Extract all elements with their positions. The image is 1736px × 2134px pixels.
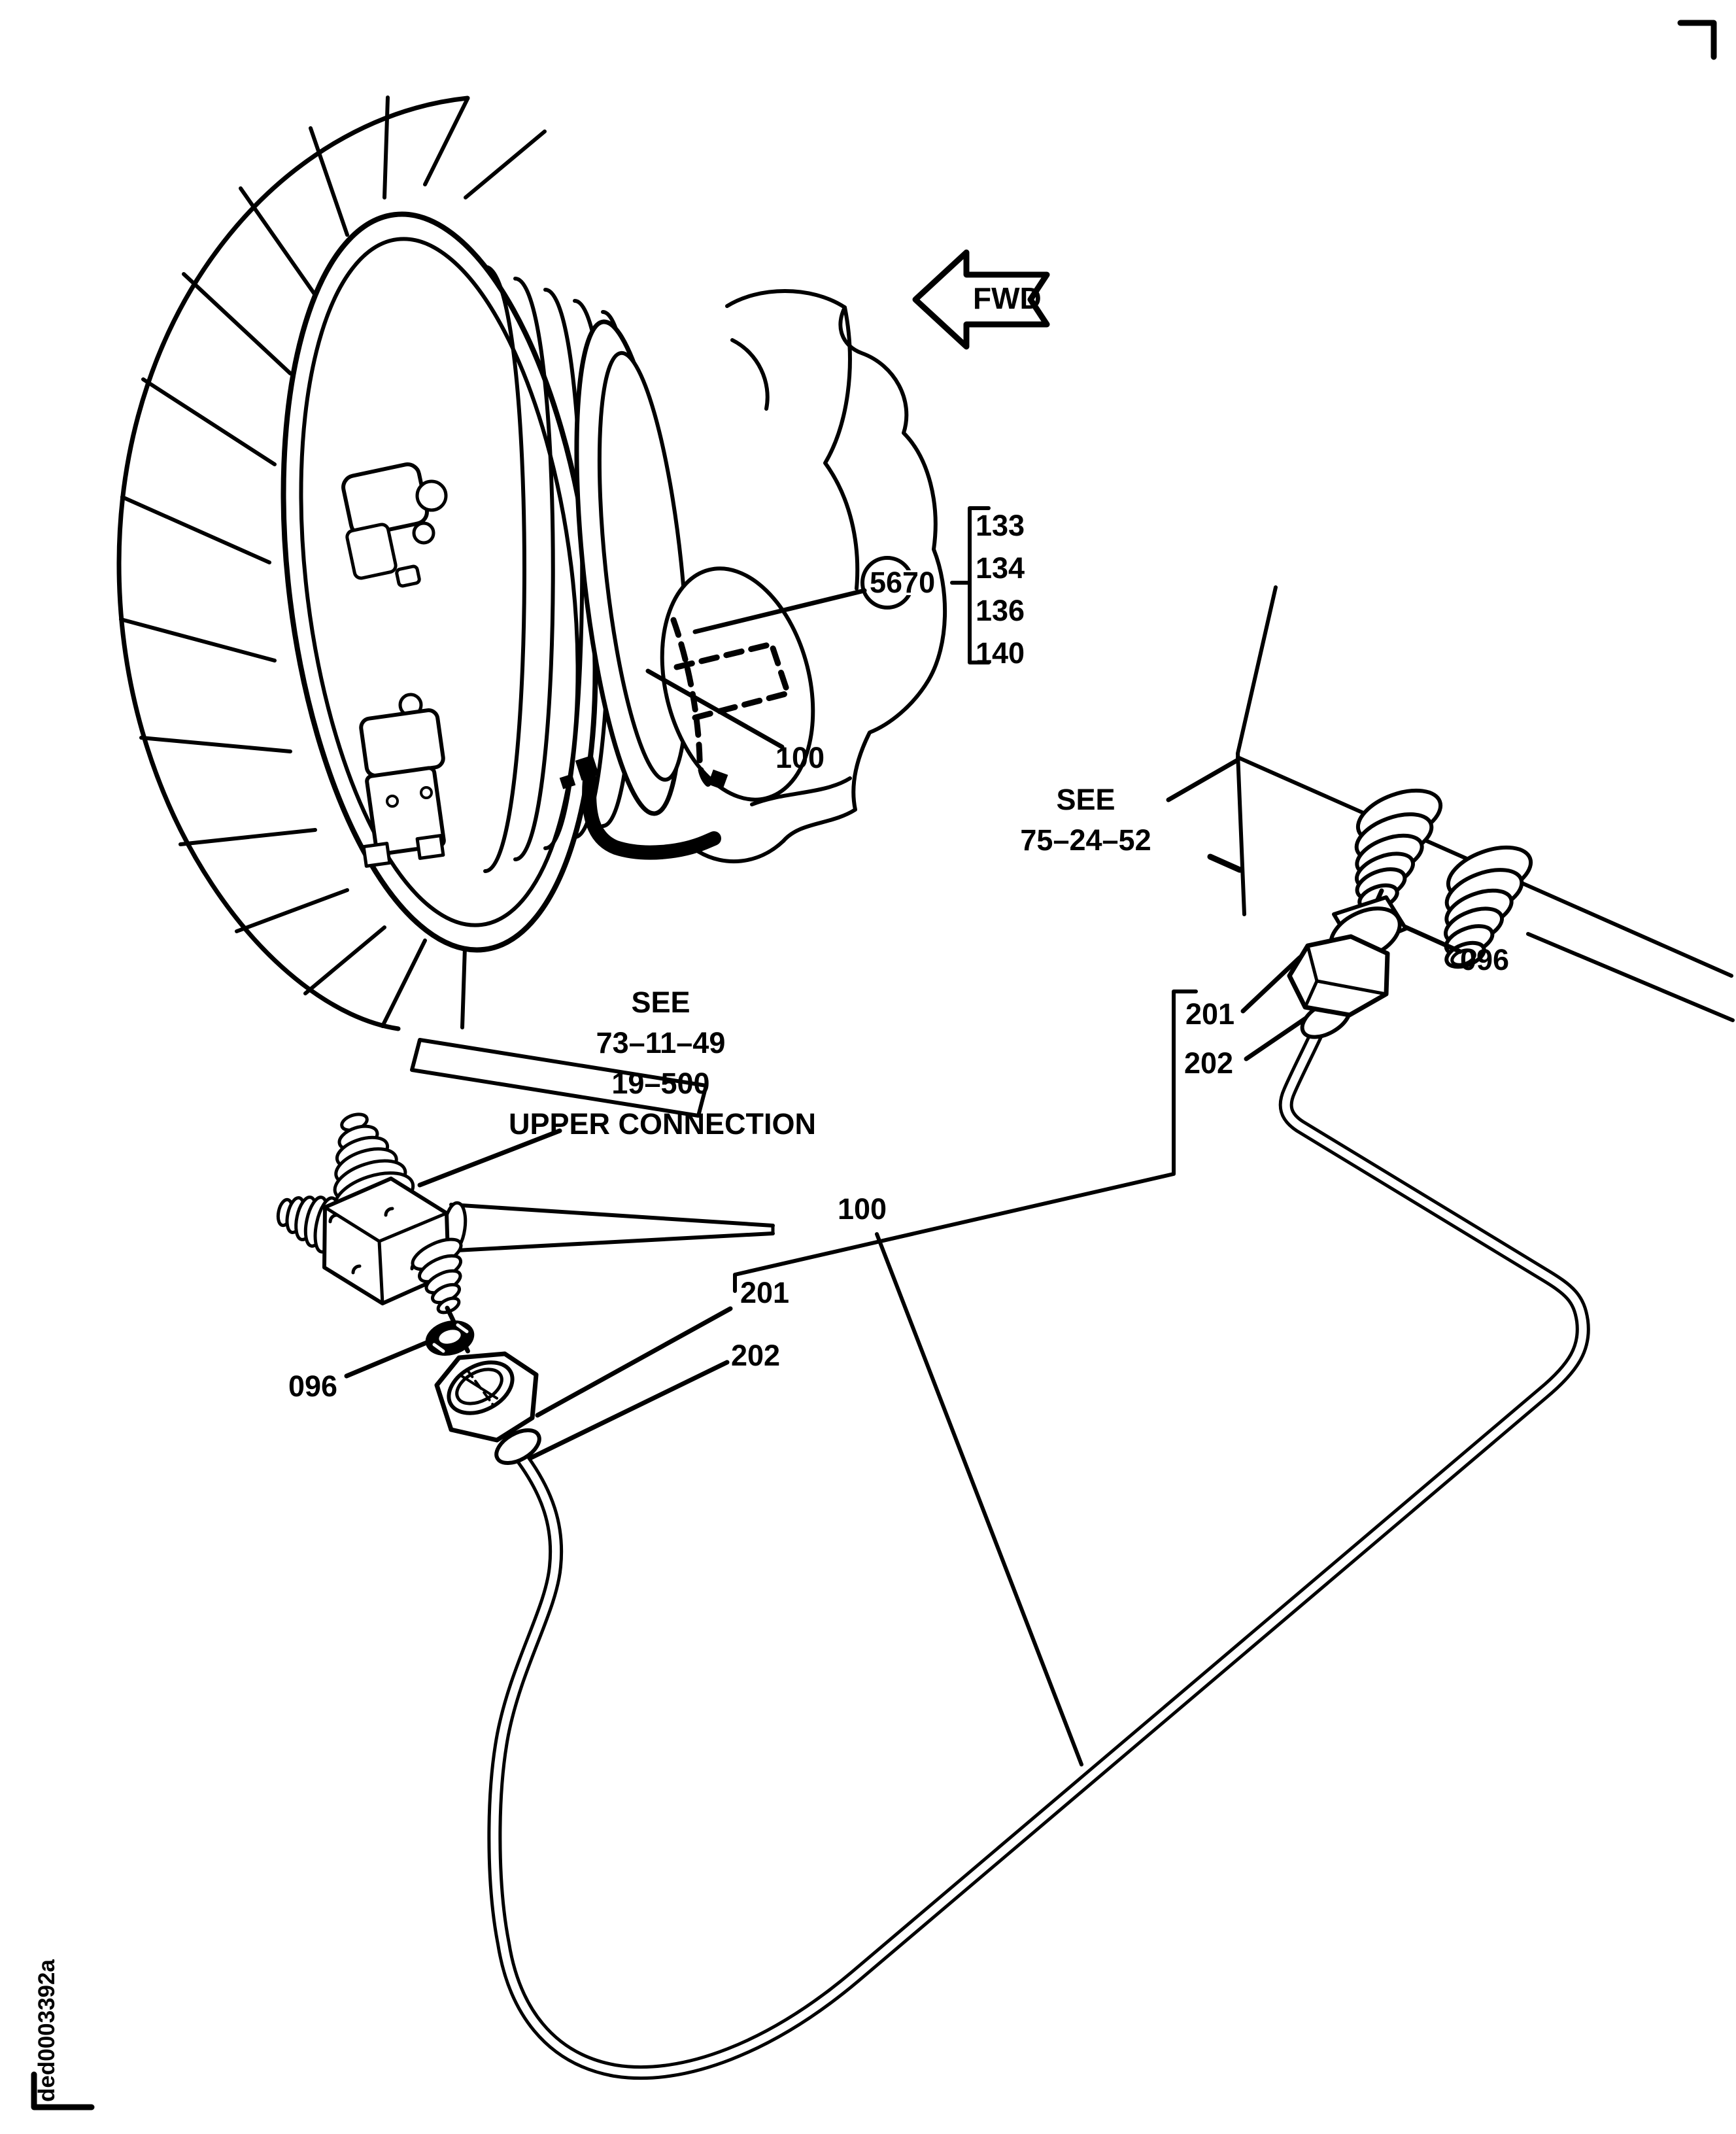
right-callout-096: 096 [1460,943,1510,976]
right-callout-202: 202 [1184,1046,1234,1080]
coil-protector-left [1354,788,1443,912]
drawing-id: ded0003392a [34,1959,60,2102]
mid-202-leader [526,1360,730,1462]
right-coil-protectors [1354,788,1533,969]
right-201-leader [1240,955,1302,1014]
see-upper-line1: SEE [631,986,690,1019]
right-callout-201: 201 [1185,997,1235,1031]
engine-illustration [116,95,947,1118]
see-upper-connection-leader [417,1128,562,1188]
engine-tube-callout-100: 100 [775,741,825,774]
hidden-tube-dashed [670,617,791,791]
fwd-arrow [912,249,1050,350]
mid-callout-201: 201 [740,1276,790,1309]
right-tube-nut [1287,895,1408,1039]
accessory-cluster-lower [359,693,446,868]
engine-installed-tube-100 [559,755,721,860]
fan-case-rim-inner [299,237,580,927]
callout-item-136: 136 [976,594,1025,627]
mid-201-leader [535,1306,733,1418]
mid-100-leader [875,1232,1083,1766]
engine-100-leader [645,668,785,749]
left-callout-096: 096 [288,1369,338,1403]
left-tube-nut [434,1351,541,1465]
right-202-leader [1244,1016,1308,1061]
left-washer-096 [425,1320,475,1356]
left-096-leader [344,1339,432,1379]
see-panel-leader [1166,757,1240,802]
callout-item-133: 133 [976,509,1025,542]
upper-connection-pipe [441,1201,775,1254]
see-upper-line3: 19–500 [611,1067,710,1100]
callout-5670-group [692,506,991,664]
fan-blades [119,95,547,1029]
mid-callout-100: 100 [838,1192,887,1226]
callout-5670-code: 5670 [870,566,936,599]
mid-callout-202: 202 [731,1339,781,1372]
corner-mark-top-right [1677,20,1717,60]
aft-nacelle-outline [696,289,947,864]
right-group-bracket [733,990,1198,1293]
see-reference-upper-connection: SEE 73–11–49 19–500 UPPER CONNECTION [509,982,817,1144]
left-fitting-group [276,1112,775,1465]
see-panel-line2: 75–24–52 [1020,823,1151,857]
items-bracket [968,506,991,664]
lower-coil-port [411,1237,463,1315]
fwd-label: FWD [973,281,1042,315]
callout-item-140: 140 [976,636,1025,670]
see-panel-line1: SEE [1056,783,1115,816]
tube-connector-block [707,769,728,790]
tube-assembly-100 [487,1014,1590,2080]
lower-wedge [410,1038,708,1118]
see-reference-panel: SEE 75–24–52 [999,780,1172,861]
corner-mark-bottom-left [31,2071,95,2110]
callout-leader [692,588,867,634]
callout-item-134: 134 [976,551,1025,585]
fan-outer-rim [116,95,470,1031]
accessory-cluster-upper [341,462,448,588]
coil-protector-right [1443,845,1533,969]
see-upper-line4: UPPER CONNECTION [509,1107,817,1141]
see-upper-line2: 73–11–49 [596,1026,726,1059]
